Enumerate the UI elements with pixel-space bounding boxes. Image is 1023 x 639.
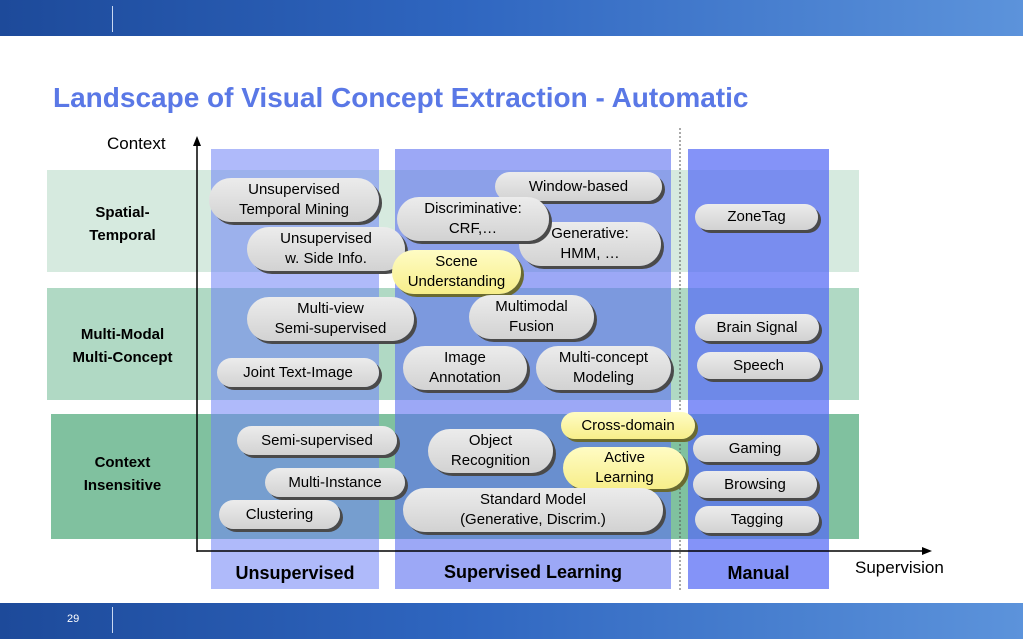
y-axis-label: Context xyxy=(107,134,166,153)
item-joint-text-image: Joint Text-Image xyxy=(217,358,379,387)
item-cross-domain: Cross-domain xyxy=(561,412,695,439)
item-clustering: Clustering xyxy=(219,500,340,529)
item-generative-hmm: Generative:HMM, … xyxy=(519,222,661,266)
header-bar xyxy=(0,0,1023,36)
column-label-unsupervised: Unsupervised xyxy=(235,563,355,583)
x-axis-label: Supervision xyxy=(855,558,944,577)
item-zonetag: ZoneTag xyxy=(695,204,818,230)
x-axis-arrowhead xyxy=(922,547,932,555)
footer-divider xyxy=(112,607,113,633)
item-brain-signal: Brain Signal xyxy=(695,314,819,341)
page-number: 29 xyxy=(67,613,80,625)
column-label-manual: Manual xyxy=(727,563,790,583)
slide-title: Landscape of Visual Concept Extraction -… xyxy=(53,82,749,113)
column-label-supervised: Supervised Learning xyxy=(443,562,623,582)
item-tagging: Tagging xyxy=(695,506,819,533)
item-gaming: Gaming xyxy=(693,435,817,462)
y-axis-arrowhead xyxy=(193,136,201,146)
item-discriminative-crf: Discriminative:CRF,… xyxy=(397,197,549,241)
header-divider xyxy=(112,6,113,32)
item-browsing: Browsing xyxy=(693,471,817,498)
item-semi-supervised: Semi-supervised xyxy=(237,426,397,455)
item-window-based: Window-based xyxy=(495,172,662,201)
item-speech: Speech xyxy=(697,352,820,379)
item-multi-instance: Multi-Instance xyxy=(265,468,405,497)
item-standard-model: Standard Model(Generative, Discrim.) xyxy=(403,488,663,532)
row-label-spatial-temporal: Spatial-Temporal xyxy=(89,204,156,244)
footer-bar: 29 xyxy=(0,603,1023,639)
